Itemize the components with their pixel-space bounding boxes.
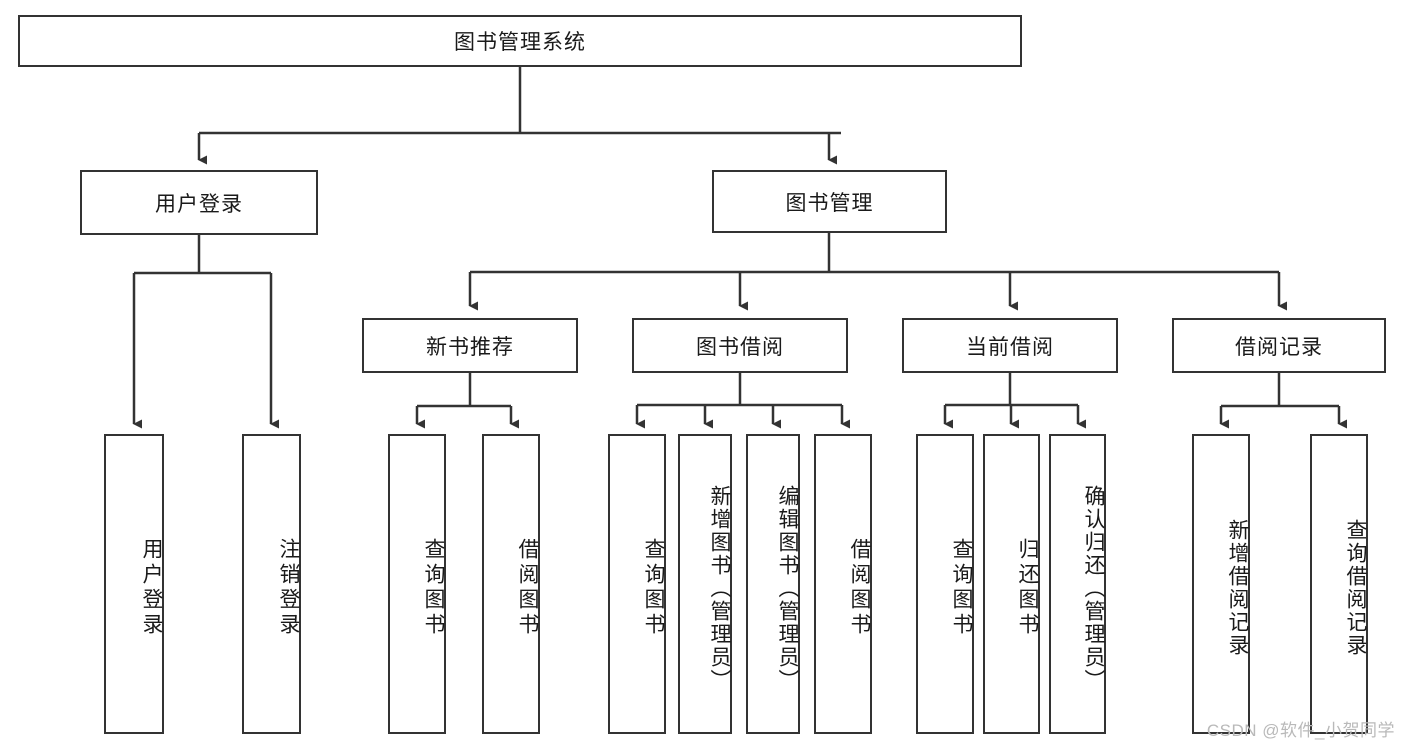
watermark-text: CSDN @软件_小贺同学 <box>1206 721 1395 740</box>
node-leaf-logout[interactable]: 注销登录 <box>242 434 301 734</box>
node-new-book-recommendation[interactable]: 新书推荐 <box>362 318 578 373</box>
node-label: 用户登录 <box>155 192 243 216</box>
node-label: 图书管理 <box>785 191 874 215</box>
node-label: 当前借阅 <box>966 335 1054 359</box>
node-label: 注销登录 <box>277 538 300 638</box>
node-leaf-query-books-recommend[interactable]: 查询图书 <box>388 434 446 734</box>
node-leaf-query-borrow-record[interactable]: 查询借阅记录 <box>1310 434 1368 734</box>
node-book-borrowing[interactable]: 图书借阅 <box>632 318 848 373</box>
node-label: 归还图书 <box>1016 538 1039 638</box>
node-leaf-add-borrow-record[interactable]: 新增借阅记录 <box>1192 434 1250 734</box>
node-leaf-user-login[interactable]: 用户登录 <box>104 434 164 734</box>
node-label: 借阅图书 <box>516 538 539 638</box>
node-user-login[interactable]: 用户登录 <box>80 170 318 235</box>
node-leaf-query-books-current[interactable]: 查询图书 <box>916 434 974 734</box>
node-label: 查询图书 <box>642 538 665 638</box>
node-leaf-edit-book-admin[interactable]: 编辑图书（管理员） <box>746 434 800 734</box>
node-label: 借阅图书 <box>848 538 871 638</box>
node-leaf-query-books-borrow[interactable]: 查询图书 <box>608 434 666 734</box>
node-label: 新书推荐 <box>426 335 514 359</box>
node-leaf-add-book-admin[interactable]: 新增图书（管理员） <box>678 434 732 734</box>
node-leaf-borrow-books-recommend[interactable]: 借阅图书 <box>482 434 540 734</box>
node-current-borrowing[interactable]: 当前借阅 <box>902 318 1118 373</box>
node-label: 编辑图书（管理员） <box>776 484 799 692</box>
node-label: 图书管理系统 <box>454 31 586 54</box>
node-label: 图书借阅 <box>696 335 784 359</box>
node-root-book-management-system[interactable]: 图书管理系统 <box>18 15 1022 67</box>
node-label: 查询图书 <box>950 538 973 638</box>
node-leaf-return-books[interactable]: 归还图书 <box>983 434 1040 734</box>
node-label: 查询图书 <box>422 538 445 638</box>
node-label: 借阅记录 <box>1235 335 1323 359</box>
node-borrow-records[interactable]: 借阅记录 <box>1172 318 1386 373</box>
node-leaf-confirm-return-admin[interactable]: 确认归还（管理员） <box>1049 434 1106 734</box>
node-book-management[interactable]: 图书管理 <box>712 170 947 233</box>
node-label: 新增图书（管理员） <box>708 484 731 692</box>
node-label: 确认归还（管理员） <box>1082 484 1105 692</box>
node-label: 查询借阅记录 <box>1344 519 1367 657</box>
node-label: 新增借阅记录 <box>1226 519 1249 657</box>
node-leaf-borrow-books[interactable]: 借阅图书 <box>814 434 872 734</box>
node-label: 用户登录 <box>140 538 163 638</box>
